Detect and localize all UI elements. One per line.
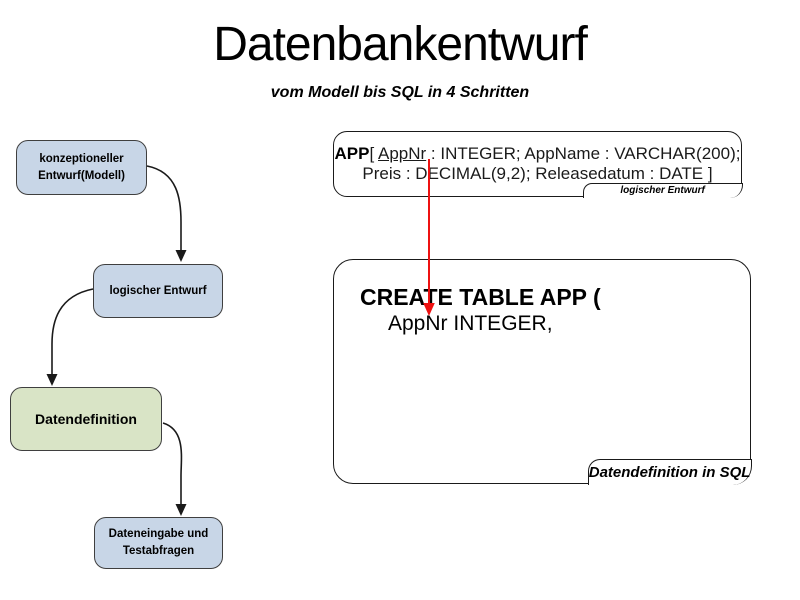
- schema-line-1: APP[ AppNr : INTEGER; AppName : VARCHAR(…: [334, 144, 741, 164]
- flow-step-label: Datendefinition: [35, 410, 137, 427]
- flow-arrow-1-head: [175, 250, 187, 262]
- flow-step-label: logischer Entwurf: [109, 284, 207, 297]
- flow-step-logischer-entwurf: logischer Entwurf: [93, 264, 223, 318]
- flow-step-dateneingabe-testabfragen: Dateneingabe und Testabfragen: [94, 517, 223, 569]
- schema-line-2: Preis : DECIMAL(9,2); Releasedatum : DAT…: [362, 164, 713, 183]
- flow-step-datendefinition: Datendefinition: [10, 387, 162, 451]
- sql-definition-box: CREATE TABLE APP ( AppNr INTEGER, Datend…: [333, 259, 752, 485]
- flow-step-label: Dateneingabe und Testabfragen: [108, 528, 209, 557]
- flow-step-konzeptioneller-entwurf: konzeptioneller Entwurf(Modell): [16, 140, 147, 195]
- flow-arrow-2: [51, 288, 94, 374]
- schema-line-1-rest: : INTEGER; AppName : VARCHAR(200);: [426, 144, 741, 163]
- sql-column-line: AppNr INTEGER,: [388, 312, 553, 335]
- datendefinition-in-sql-tag: Datendefinition in SQL: [587, 458, 752, 485]
- page-subtitle: vom Modell bis SQL in 4 Schritten: [270, 84, 530, 101]
- flow-arrow-1: [146, 165, 182, 250]
- page-title: Datenbankentwurf: [213, 18, 588, 71]
- tag-label: logischer Entwurf: [620, 185, 705, 197]
- sql-create-table-line: CREATE TABLE APP (: [360, 284, 601, 310]
- flow-step-label: konzeptioneller Entwurf(Modell): [38, 152, 125, 182]
- flow-arrow-3-head: [175, 504, 187, 516]
- relation-schema-text: APP[ AppNr : INTEGER; AppName : VARCHAR(…: [334, 132, 741, 184]
- schema-bracket: [: [369, 144, 378, 163]
- logical-design-box: APP[ AppNr : INTEGER; AppName : VARCHAR(…: [333, 131, 743, 198]
- logischer-entwurf-tag: logischer Entwurf: [582, 182, 743, 198]
- flow-arrow-2-head: [46, 374, 58, 386]
- key-attribute: AppNr: [378, 144, 427, 163]
- flow-arrow-3: [162, 422, 183, 504]
- tag-label: Datendefinition in SQL: [588, 463, 751, 481]
- entity-name: APP: [334, 144, 370, 163]
